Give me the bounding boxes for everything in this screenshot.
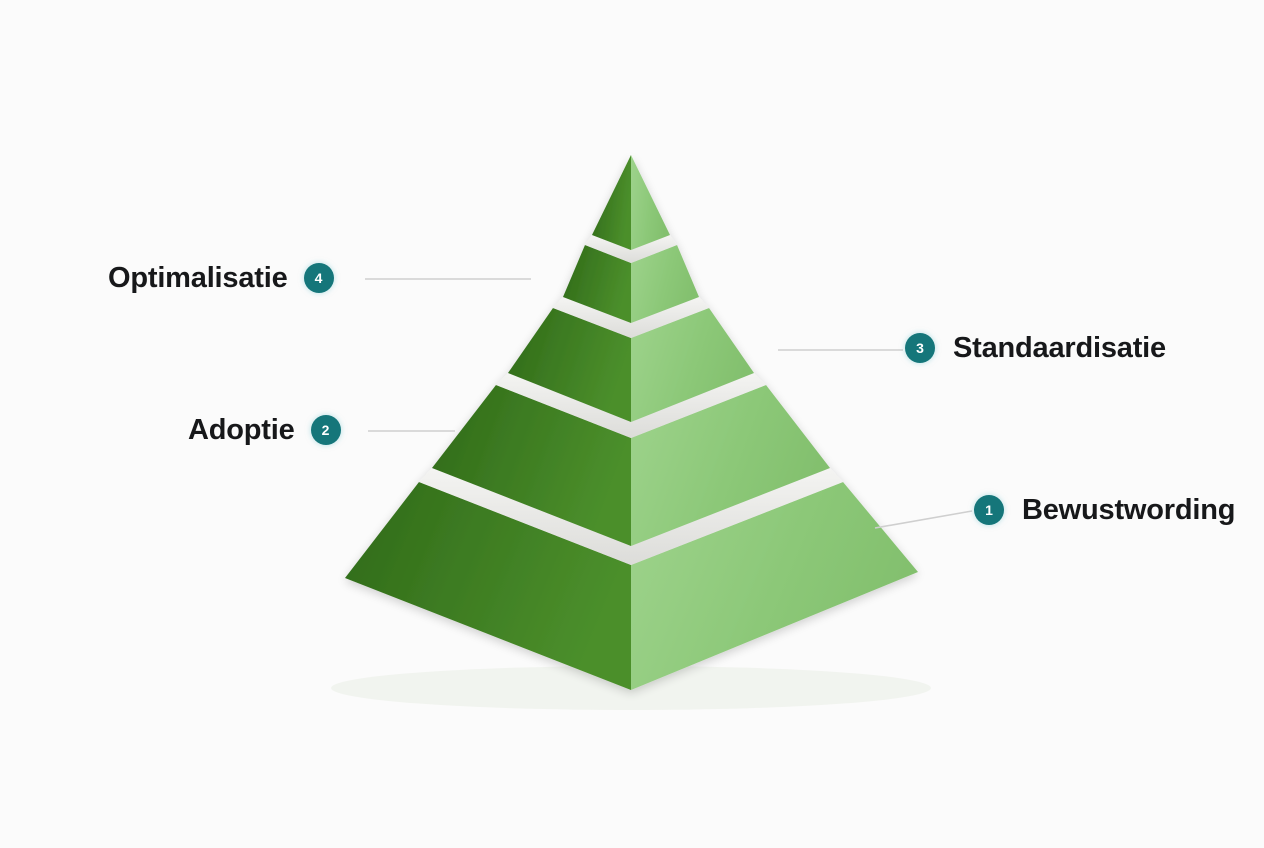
level-label-optimalisatie[interactable]: Optimalisatie 4 xyxy=(108,263,334,293)
tier-5-left-face xyxy=(345,482,631,690)
connector-line-bewustwording xyxy=(874,510,973,529)
level-label-text: Adoptie xyxy=(188,413,295,446)
level-badge-1: 1 xyxy=(974,495,1004,525)
level-label-text: Bewustwording xyxy=(1022,493,1236,526)
tier-4-gap-left xyxy=(496,373,631,438)
tier-2-left-face xyxy=(563,245,631,323)
tier-3-right-face xyxy=(631,308,754,422)
tier-2-right-face xyxy=(631,245,699,323)
tier-5-gap-left xyxy=(419,468,631,565)
level-label-text: Standaardisatie xyxy=(953,331,1166,364)
tier-2-gap-right xyxy=(631,235,677,263)
tier-2-gap-left xyxy=(585,235,631,263)
tier-1-apex-right-face xyxy=(631,155,670,250)
level-badge-2: 2 xyxy=(310,415,341,445)
tier-5-right-face xyxy=(631,482,918,690)
level-badge-4: 4 xyxy=(303,263,334,293)
tier-3-gap-left xyxy=(553,297,631,338)
tier-5-gap-right xyxy=(631,468,843,565)
tier-3-left-face xyxy=(508,308,631,422)
level-label-bewustwording[interactable]: 1 Bewustwording xyxy=(974,495,1235,525)
tier-1-apex-left-face xyxy=(592,155,631,250)
level-label-standaardisatie[interactable]: 3 Standaardisatie xyxy=(905,333,1166,363)
tier-4-gap-right xyxy=(631,373,766,438)
level-label-text: Optimalisatie xyxy=(108,261,288,294)
level-label-adoptie[interactable]: Adoptie 2 xyxy=(188,415,341,445)
tier-4-left-face xyxy=(432,385,631,546)
level-badge-3: 3 xyxy=(905,333,935,363)
tier-3-gap-right xyxy=(631,297,709,338)
tier-4-right-face xyxy=(631,385,830,546)
pyramid-body xyxy=(345,155,918,690)
